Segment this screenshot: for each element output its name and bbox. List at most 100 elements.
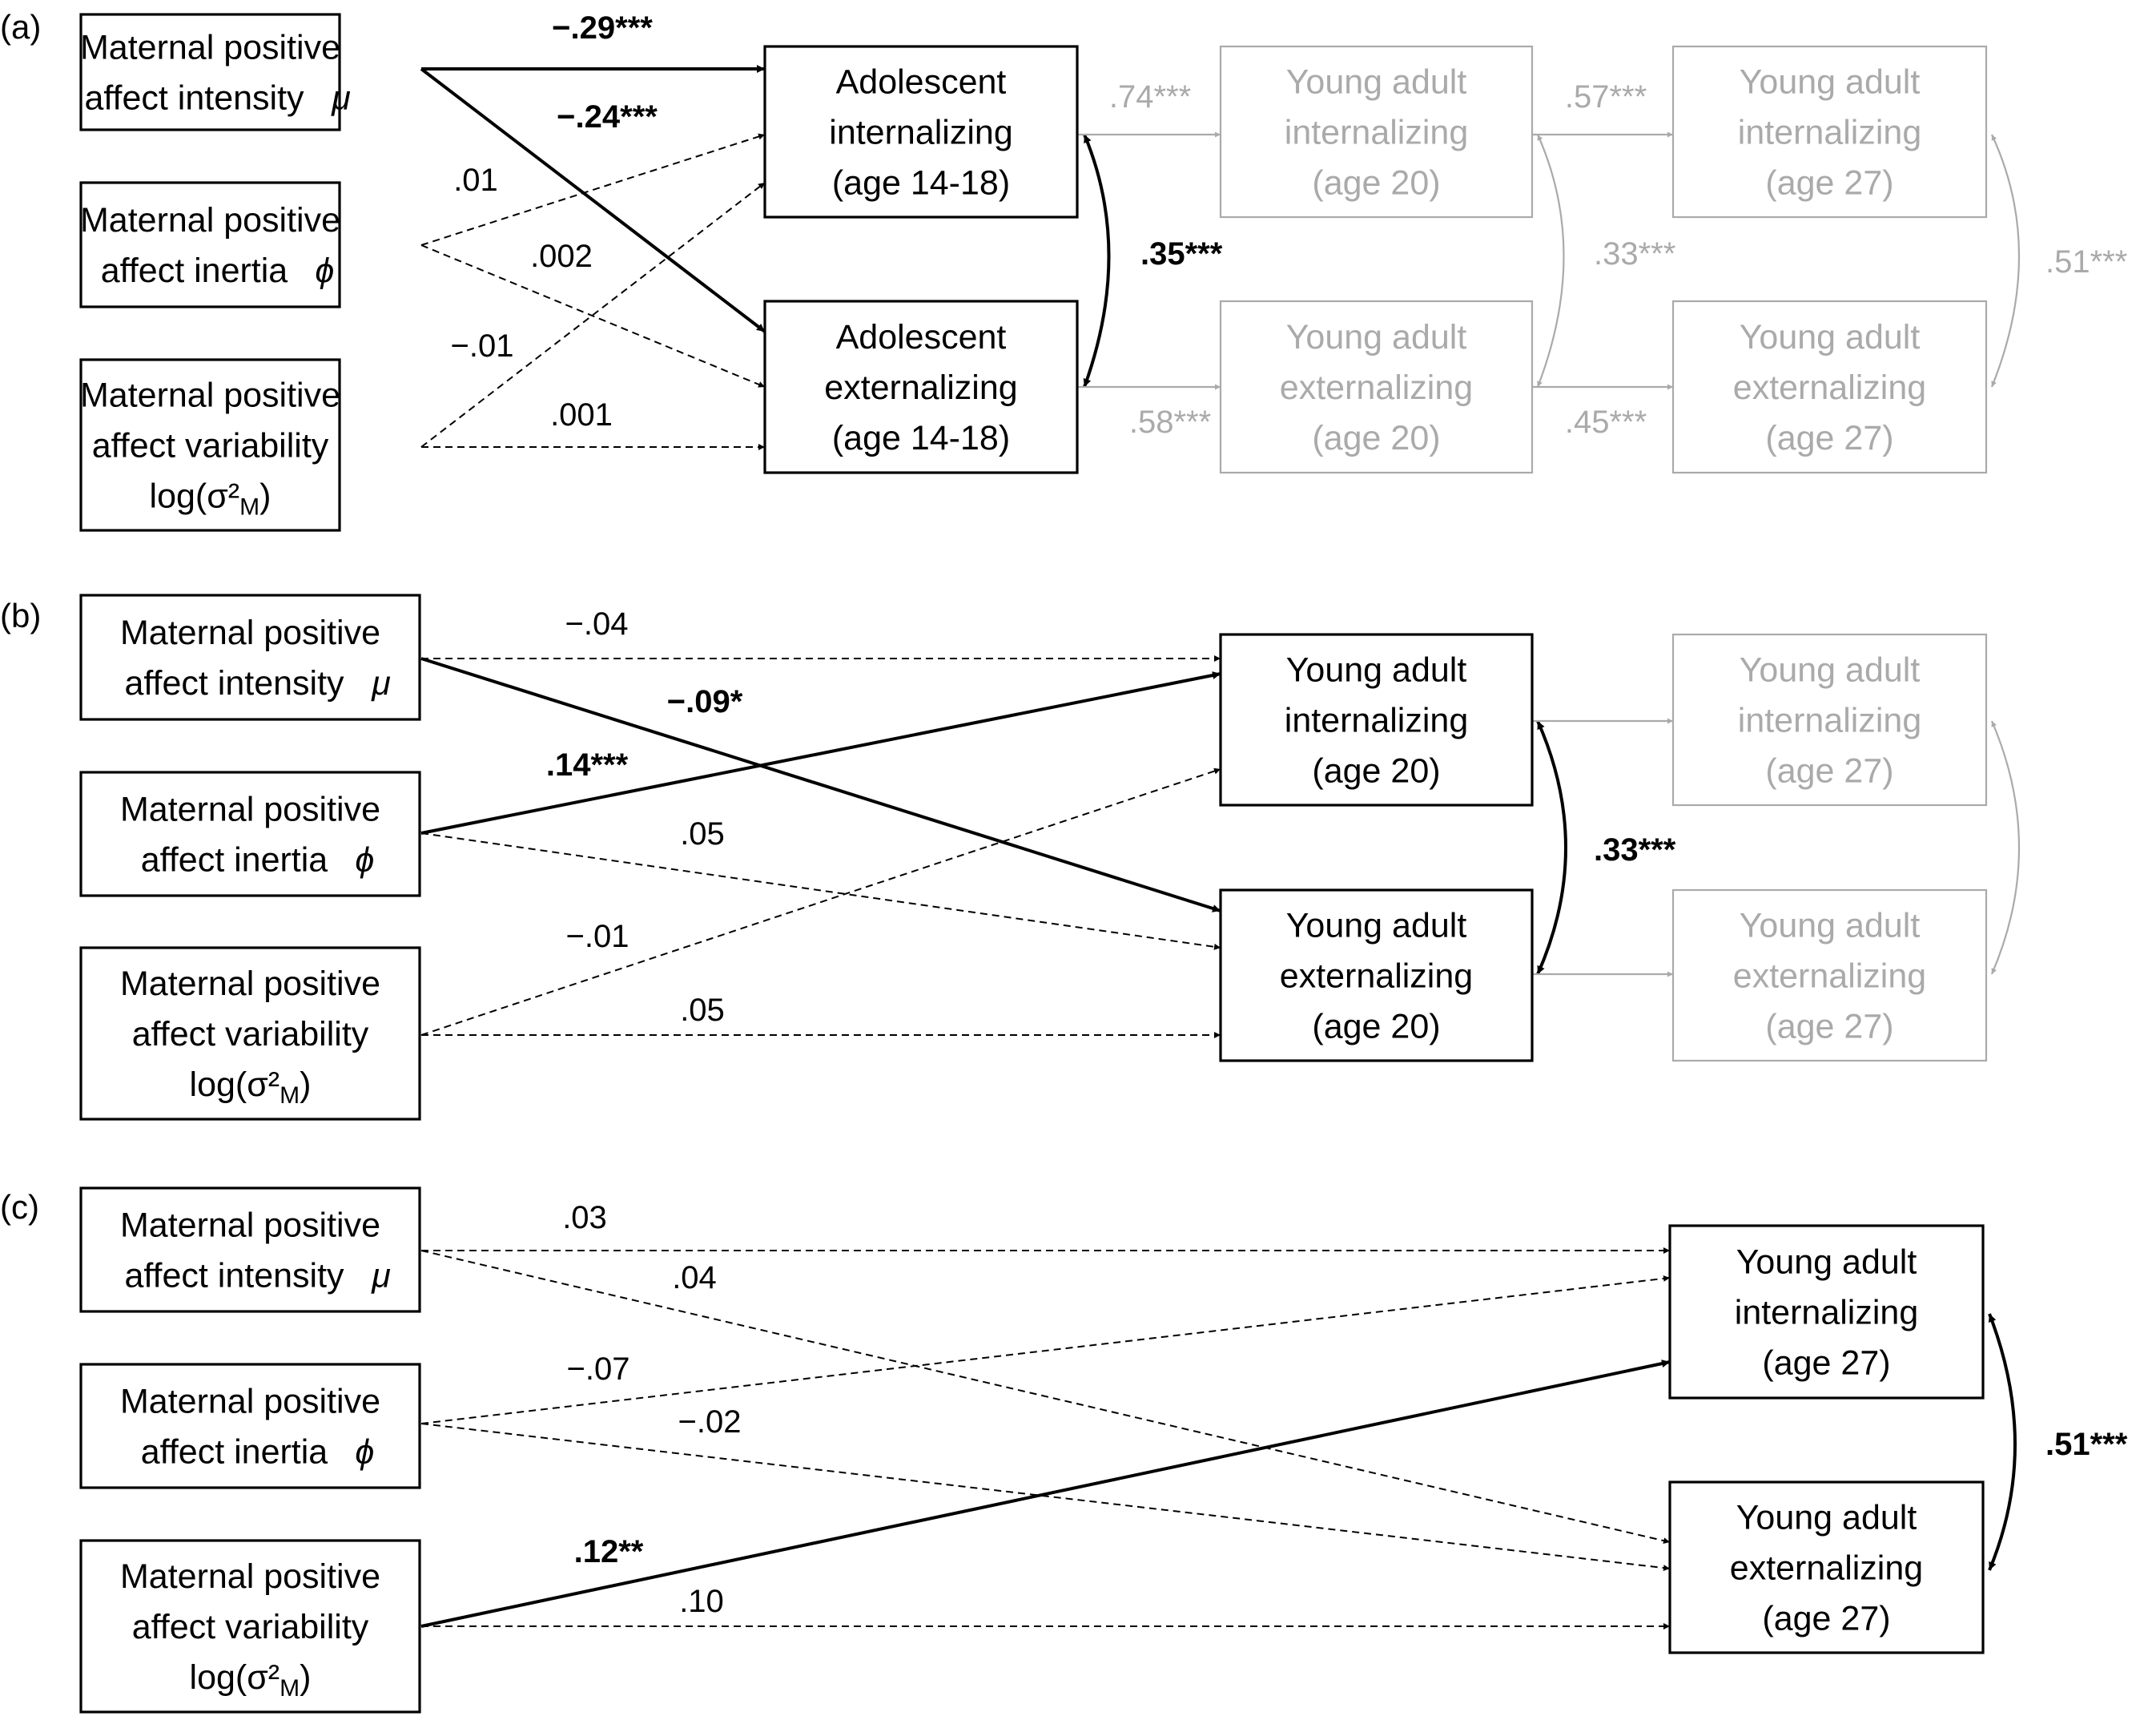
variable-box-line: Maternal positive	[120, 965, 380, 1003]
variable-box-line: externalizing	[1280, 369, 1473, 407]
variable-box-line: Maternal positive	[120, 1383, 380, 1421]
path-coefficient-label: .12**	[574, 1534, 644, 1569]
variable-box-line: (age 27)	[1765, 1008, 1893, 1046]
variable-box-line: affect inertia	[141, 1433, 328, 1472]
path-coefficient-label: −.04	[565, 606, 629, 642]
variable-box-line: internalizing	[1738, 114, 1921, 152]
variable-box-line: Adolescent	[836, 318, 1007, 356]
variable-box-line: affect inertia	[141, 841, 328, 880]
variable-box-line: externalizing	[824, 369, 1017, 407]
variable-box-line: Young adult	[1286, 318, 1467, 356]
variable-box-line: externalizing	[1733, 369, 1926, 407]
path-coefficient-label: .45***	[1565, 405, 1647, 440]
variable-box-line: (age 27)	[1765, 752, 1893, 791]
variable-box-line: affect intensity	[124, 1257, 344, 1295]
variable-box-line: (age 14-18)	[832, 164, 1010, 203]
variable-box-line: log(σ²M)	[190, 1658, 312, 1702]
variable-box-line: Young adult	[1740, 63, 1921, 102]
path-coefficient-label: −.24***	[557, 99, 658, 135]
variable-box-line: (age 27)	[1765, 164, 1893, 203]
path-coefficient-label: .01	[453, 163, 498, 198]
path-coefficient-label: −.02	[678, 1404, 742, 1440]
variable-box-line: Young adult	[1740, 651, 1921, 690]
path-coefficient-label: .58***	[1129, 405, 1211, 440]
variable-box-line: externalizing	[1733, 957, 1926, 996]
variable-box-line: externalizing	[1730, 1549, 1923, 1588]
variable-box-line: externalizing	[1280, 957, 1473, 996]
path-coefficient-label: .03	[562, 1200, 607, 1235]
path-coefficient-label: .35***	[1140, 236, 1223, 272]
path-coefficient-label: −.09*	[667, 684, 743, 719]
significant-path-arrow	[420, 657, 1221, 912]
path-coefficient-label: .14***	[546, 747, 629, 783]
variable-box-line: internalizing	[1738, 702, 1921, 740]
path-coefficient-label: .57***	[1565, 79, 1647, 115]
significant-path-arrow	[420, 671, 1221, 835]
variable-box-a-ae: Adolescent externalizing (age 14-18)	[763, 300, 1079, 474]
variable-box-line: (age 20)	[1312, 752, 1440, 791]
variable-box-line: Maternal positive	[80, 29, 340, 67]
path-coefficient-label: .05	[680, 993, 725, 1028]
variable-box-border	[1219, 300, 1534, 474]
nonsignificant-path-arrow	[420, 1250, 1671, 1545]
variable-box-border	[79, 1363, 421, 1489]
variable-box-border	[79, 1539, 421, 1714]
variable-box-line: (age 14-18)	[832, 419, 1010, 457]
variable-box-line: affect intensity	[84, 79, 304, 118]
variable-box-border	[79, 358, 341, 532]
variable-box-border	[763, 300, 1079, 474]
mu-symbol: μ	[331, 79, 351, 118]
path-coefficient-label: .001	[550, 397, 613, 433]
mu-symbol: μ	[371, 664, 391, 703]
variable-box-line: internalizing	[1285, 702, 1468, 740]
path-coefficient-label: .33***	[1594, 832, 1676, 868]
variable-box-a-mu: Maternal positive affect intensity μ	[79, 13, 351, 131]
path-coefficient-label: .05	[680, 816, 725, 852]
variable-box-border	[1219, 888, 1534, 1062]
variable-box-border	[1671, 633, 1988, 807]
variable-box-c-mu: Maternal positive affect intensity μ	[79, 1186, 421, 1313]
mu-symbol: μ	[371, 1257, 391, 1295]
variable-box-line: (age 20)	[1312, 164, 1440, 203]
significant-path-arrow	[420, 1360, 1671, 1628]
variable-box-border	[79, 1186, 421, 1313]
variable-box-border	[1668, 1224, 1985, 1400]
nonsignificant-path-arrow	[420, 133, 766, 246]
path-coefficient-label: −.07	[567, 1351, 630, 1387]
variable-box-border	[1219, 633, 1534, 807]
nonsignificant-path-arrow	[420, 244, 766, 388]
nonsignificant-path-arrow	[420, 1423, 1671, 1572]
variable-box-line: (age 20)	[1312, 419, 1440, 457]
phi-symbol: ϕ	[355, 841, 374, 880]
variable-box-line: affect inertia	[101, 252, 288, 290]
variable-box-line: Young adult	[1286, 651, 1467, 690]
covariance-arrow	[1536, 720, 1567, 975]
panel-label-a: (a)	[0, 8, 41, 46]
variable-box-b-y20i: Young adult internalizing (age 20)	[1219, 633, 1534, 807]
path-coefficient-label: −.01	[451, 328, 514, 364]
variable-box-line: Young adult	[1286, 907, 1467, 945]
nonsignificant-path-arrow	[420, 767, 1221, 1036]
covariance-arrow	[1083, 134, 1111, 388]
path-coefficient-label: .002	[530, 239, 593, 274]
nonsignificant-path-arrow	[420, 182, 766, 448]
variable-box-line: affect variability	[92, 427, 329, 465]
variable-box-border	[763, 45, 1079, 219]
variable-box-line: (age 27)	[1765, 419, 1893, 457]
covariance-arrow	[1536, 134, 1565, 388]
variable-box-line: Maternal positive	[80, 201, 340, 240]
variable-box-line: log(σ²M)	[150, 477, 272, 521]
variable-box-line: Maternal positive	[120, 614, 380, 652]
nonsignificant-path-arrow	[420, 832, 1221, 950]
variable-box-line: Maternal positive	[120, 1206, 380, 1245]
variable-box-line: Young adult	[1736, 1243, 1917, 1282]
variable-box-line: Young adult	[1736, 1499, 1917, 1537]
